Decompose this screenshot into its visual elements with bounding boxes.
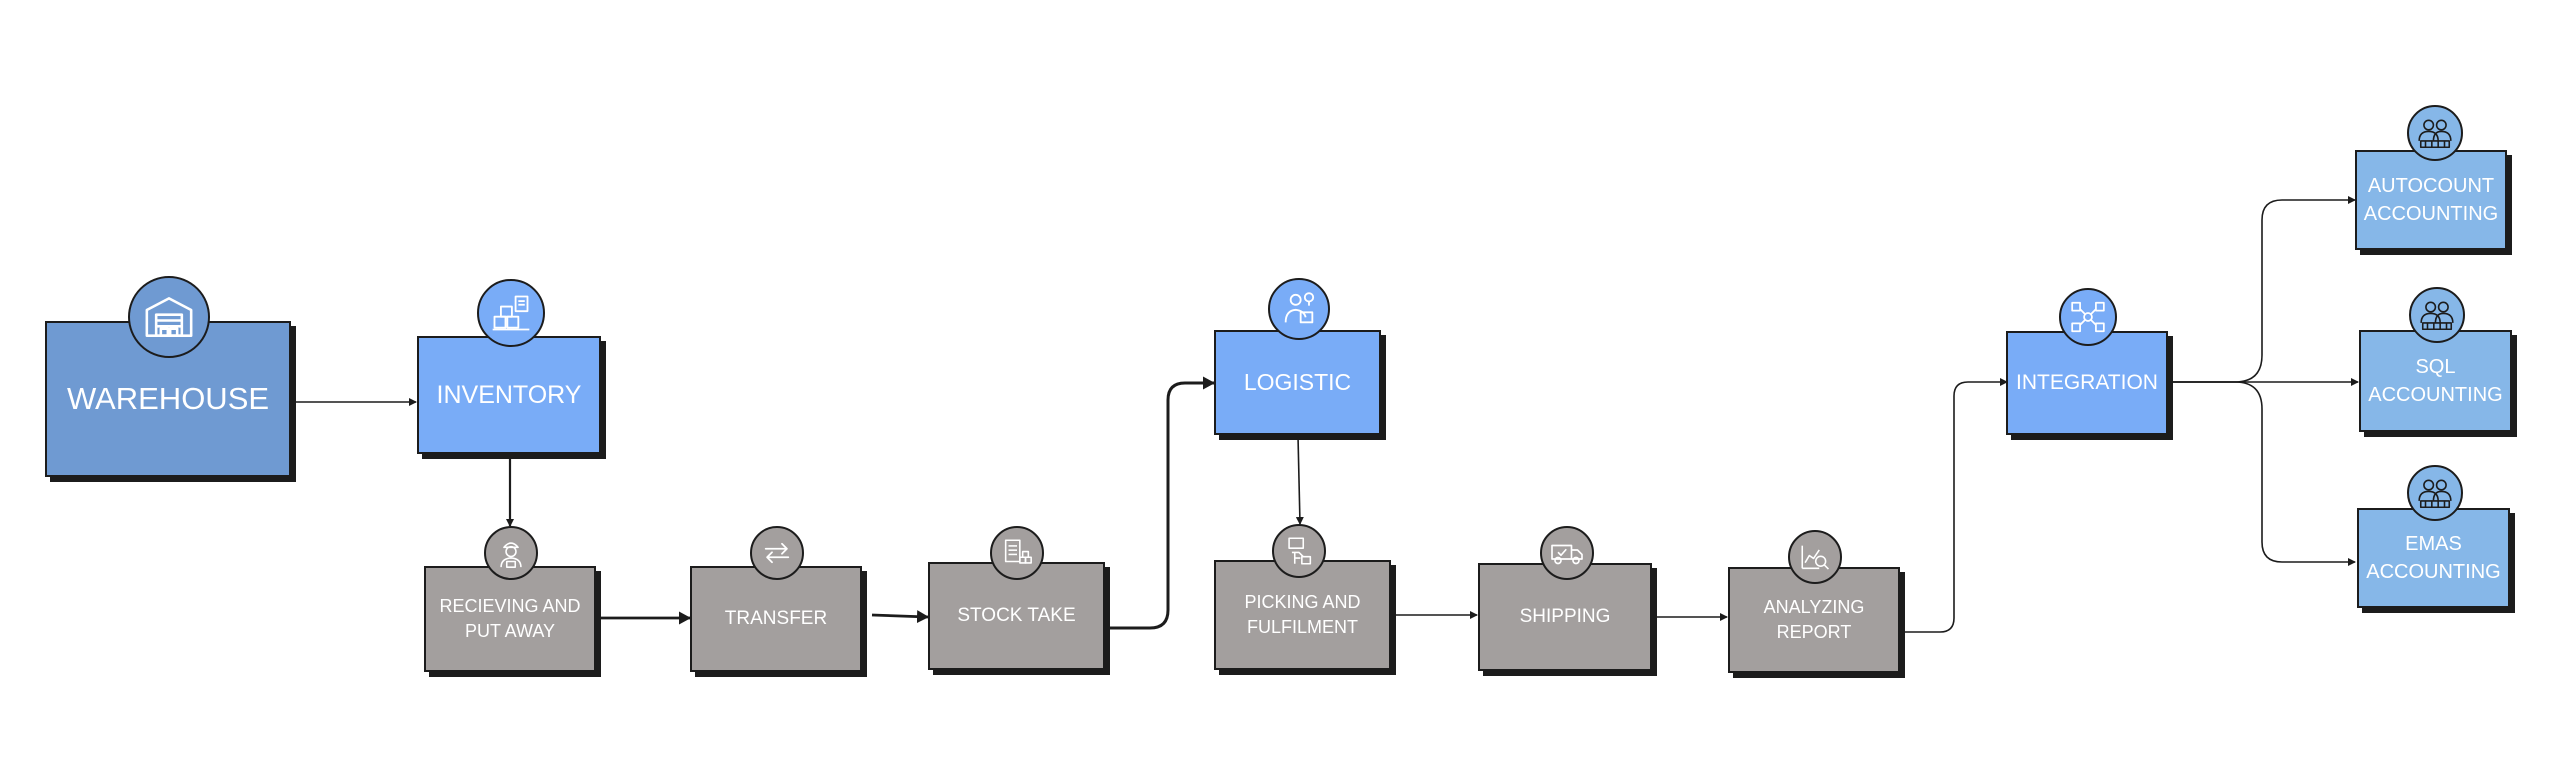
node-integration-label: INTEGRATION xyxy=(2016,371,2158,395)
checklist-icon xyxy=(1004,539,1032,564)
picking-badge xyxy=(1272,524,1326,578)
node-receiving-label: RECIEVING AND PUT AWAY xyxy=(439,595,581,641)
transfer-badge xyxy=(750,526,804,580)
edge-logistic-picking xyxy=(1295,435,1304,525)
node-analyzing: ANALYZING REPORT xyxy=(1728,567,1900,673)
network-icon xyxy=(2071,301,2105,333)
node-integration: INTEGRATION xyxy=(2006,331,2168,435)
team-icon xyxy=(2418,479,2452,509)
node-picking-label: PICKING AND FULFILMENT xyxy=(1244,591,1361,637)
warehouse-badge xyxy=(128,276,210,358)
node-sql: SQL ACCOUNTING xyxy=(2359,330,2512,432)
worker-icon xyxy=(500,542,522,568)
shipping-badge xyxy=(1540,526,1594,580)
inventory-boxes-icon xyxy=(492,295,530,331)
warehouse-icon xyxy=(145,297,193,337)
integration-badge xyxy=(2059,288,2117,346)
inventory-badge xyxy=(477,279,545,347)
logistic-badge xyxy=(1268,278,1330,340)
sql-badge xyxy=(2409,287,2465,343)
node-autocount: AUTOCOUNT ACCOUNTING xyxy=(2355,150,2507,250)
stock-take-badge xyxy=(990,526,1044,580)
node-emas-label: EMAS ACCOUNTING xyxy=(2366,533,2501,583)
delivery-person-icon xyxy=(1284,292,1315,324)
team-icon xyxy=(2418,119,2452,149)
node-autocount-label: AUTOCOUNT ACCOUNTING xyxy=(2363,175,2499,225)
node-shipping: SHIPPING xyxy=(1478,563,1652,671)
transfer-arrows-icon xyxy=(764,542,790,564)
node-emas: EMAS ACCOUNTING xyxy=(2357,508,2510,608)
node-stock-take: STOCK TAKE xyxy=(928,562,1105,670)
truck-icon xyxy=(1551,544,1583,565)
node-transfer: TRANSFER xyxy=(690,566,862,672)
node-shipping-label: SHIPPING xyxy=(1519,605,1611,627)
edge-transfer-stocktake xyxy=(871,610,929,624)
autocount-badge xyxy=(2407,105,2463,161)
node-inventory: INVENTORY xyxy=(417,336,601,454)
node-stock-take-label: STOCK TAKE xyxy=(957,604,1076,626)
node-sql-label: SQL ACCOUNTING xyxy=(2368,356,2503,406)
node-inventory-label: INVENTORY xyxy=(436,380,582,409)
node-warehouse-label: WAREHOUSE xyxy=(66,381,270,417)
node-logistic: LOGISTIC xyxy=(1214,330,1381,435)
analyzing-badge xyxy=(1788,530,1842,584)
node-logistic-label: LOGISTIC xyxy=(1243,369,1352,396)
edge-stocktake-logistic xyxy=(1105,376,1215,630)
report-search-icon xyxy=(1801,545,1830,570)
edge-integration-autocount xyxy=(2168,196,2356,383)
emas-badge xyxy=(2407,465,2463,521)
node-analyzing-label: ANALYZING REPORT xyxy=(1763,596,1865,642)
team-icon xyxy=(2420,301,2454,331)
picking-icon xyxy=(1288,537,1312,565)
node-transfer-label: TRANSFER xyxy=(724,607,828,629)
edge-analyzing-integration xyxy=(1901,378,2008,633)
node-receiving: RECIEVING AND PUT AWAY xyxy=(424,566,596,672)
receiving-badge xyxy=(484,526,538,580)
edge-integration-emas xyxy=(2168,381,2356,566)
